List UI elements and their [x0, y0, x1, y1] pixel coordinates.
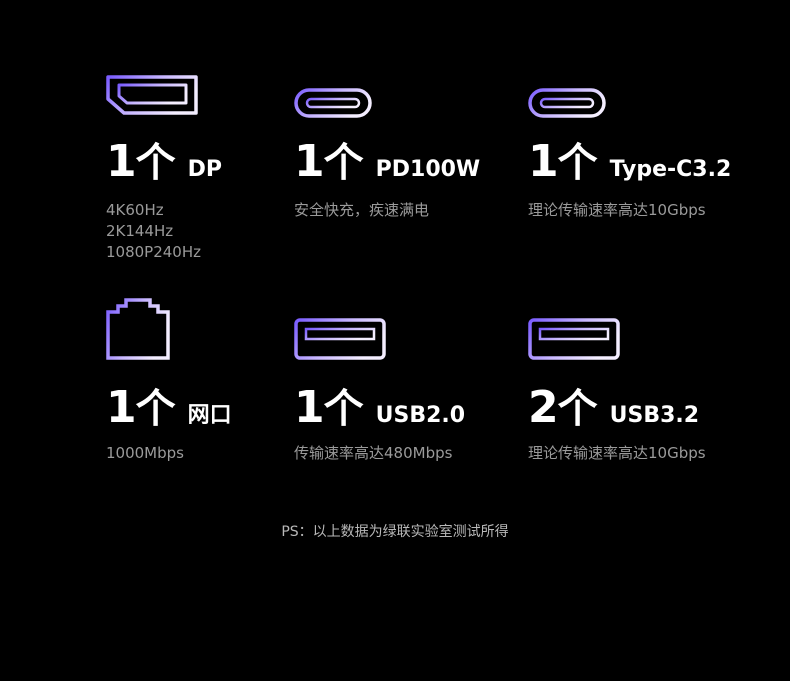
port-unit: 个 — [323, 140, 364, 186]
port-label: DP — [187, 157, 223, 182]
port-unit: 个 — [557, 140, 598, 186]
port-desc: 传输速率高达480Mbps — [294, 443, 452, 464]
desc-line: 1000Mbps — [106, 444, 184, 462]
port-count-row: 1 个 DP — [106, 140, 222, 184]
port-label: PD100W — [375, 157, 481, 182]
usb-a-icon — [294, 318, 386, 360]
port-unit: 个 — [135, 140, 176, 186]
usb-c-icon — [528, 88, 606, 118]
port-desc: 安全快充，疾速满电 — [294, 200, 429, 221]
port-count: 1 — [106, 136, 137, 187]
port-count-row: 1 个 USB2.0 — [294, 386, 465, 430]
port-unit: 个 — [135, 386, 176, 432]
desc-line: 理论传输速率高达10Gbps — [528, 201, 706, 219]
port-label: USB2.0 — [375, 403, 466, 428]
ethernet-icon — [106, 298, 170, 360]
footnote: PS：以上数据为绿联实验室测试所得 — [281, 524, 509, 540]
desc-line: 4K60Hz — [106, 201, 164, 219]
port-label: USB3.2 — [609, 403, 700, 428]
desc-line: 1080P240Hz — [106, 243, 202, 261]
port-desc: 4K60Hz 2K144Hz 1080P240Hz — [106, 200, 201, 263]
port-unit: 个 — [323, 386, 364, 432]
displayport-icon — [106, 75, 198, 115]
port-count: 1 — [528, 136, 559, 187]
port-count-row: 2 个 USB3.2 — [528, 386, 699, 430]
usb-c-icon — [294, 88, 372, 118]
port-count-row: 1 个 Type-C3.2 — [528, 140, 731, 184]
port-count: 2 — [528, 382, 559, 433]
port-label: 网口 — [187, 403, 232, 428]
port-count: 1 — [294, 136, 325, 187]
port-desc: 1000Mbps — [106, 443, 184, 464]
port-count: 1 — [106, 382, 137, 433]
desc-line: 理论传输速率高达10Gbps — [528, 444, 706, 462]
port-label: Type-C3.2 — [609, 157, 732, 182]
desc-line: 2K144Hz — [106, 222, 174, 240]
port-desc: 理论传输速率高达10Gbps — [528, 200, 706, 221]
port-desc: 理论传输速率高达10Gbps — [528, 443, 706, 464]
port-unit: 个 — [557, 386, 598, 432]
port-count-row: 1 个 网口 — [106, 386, 232, 430]
desc-line: 安全快充，疾速满电 — [294, 201, 430, 219]
port-count: 1 — [294, 382, 325, 433]
usb-a-icon — [528, 318, 620, 360]
port-count-row: 1 个 PD100W — [294, 140, 480, 184]
desc-line: 传输速率高达480Mbps — [294, 444, 453, 462]
